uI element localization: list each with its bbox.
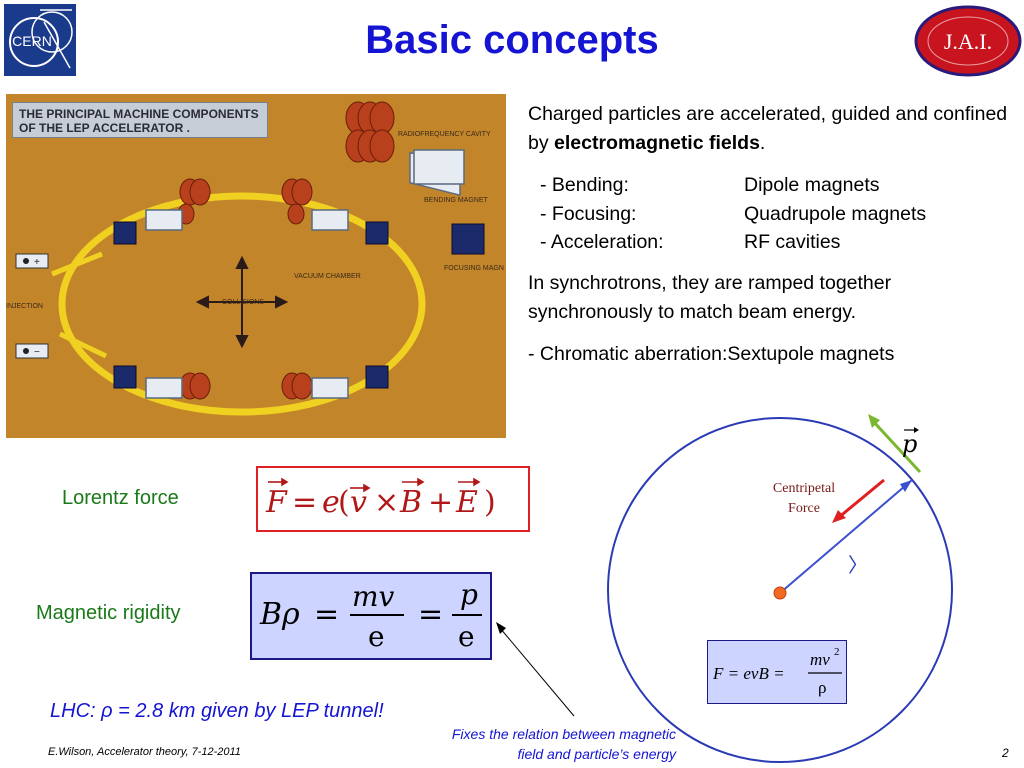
note-pointer-arrowhead — [496, 622, 506, 634]
svg-text:×: × — [374, 485, 399, 520]
force-formula-box: F = evB = mv 2 ρ — [707, 640, 847, 704]
force-formula-exponent: 2 — [834, 646, 840, 658]
sync-line2: synchronously to match beam energy. — [528, 301, 857, 323]
lorentz-force-label: Lorentz force — [62, 487, 179, 509]
lhc-note: LHC: ρ = 2.8 km given by LEP tunnel! — [50, 700, 384, 722]
label-rf-cavity: RADIOFREQUENCY CAVITY — [398, 131, 491, 138]
lep-accelerator-photo: + − RADIOFREQUENCY CAVITY BENDING MAGNET… — [6, 94, 506, 438]
orbit-circle — [607, 417, 953, 763]
row-acceleration-label: - Acceleration: — [540, 231, 664, 253]
photo-caption-line2: OF THE LEP ACCELERATOR . — [19, 121, 190, 135]
fixes-note-line2: field and particle’s energy — [517, 746, 676, 762]
photo-caption-line1: THE PRINCIPAL MACHINE COMPONENTS — [19, 107, 259, 121]
svg-text:=: = — [292, 485, 317, 520]
row-focusing-value: Quadrupole magnets — [744, 203, 927, 225]
svg-text:v: v — [350, 485, 367, 520]
label-vacuum-chamber: VACUUM CHAMBER — [294, 273, 361, 280]
magnetic-rigidity-label: Magnetic rigidity — [36, 602, 181, 624]
photo-caption: THE PRINCIPAL MACHINE COMPONENTS OF THE … — [12, 102, 268, 138]
svg-text:=: = — [418, 597, 443, 632]
svg-text:e: e — [368, 620, 385, 653]
force-formula-lhs: F = evB = — [712, 664, 785, 683]
intro-text-bold: electromagnetic fields — [554, 132, 760, 154]
row-bending-value: Dipole magnets — [744, 174, 880, 196]
row-bending-label: - Bending: — [540, 174, 629, 196]
svg-text:e: e — [322, 485, 340, 520]
slide-title: Basic concepts — [365, 18, 659, 62]
cern-logo-text: CERN — [12, 33, 52, 49]
chromatic-line: - Chromatic aberration:Sextupole magnets — [528, 343, 895, 365]
svg-text:=: = — [314, 597, 339, 632]
intro-text-post: . — [759, 132, 766, 154]
svg-text:B: B — [399, 485, 422, 520]
svg-text:E: E — [455, 485, 478, 520]
svg-text:mv: mv — [352, 580, 395, 613]
svg-text:+: + — [428, 485, 453, 520]
force-formula-numerator: mv — [810, 650, 830, 669]
svg-text:p: p — [460, 578, 478, 611]
lorentz-force-equation: F = e ( v × B + E ) — [256, 466, 530, 532]
jai-logo: J.A.I. — [912, 4, 1024, 83]
centripetal-arrowhead — [832, 510, 846, 523]
svg-text:e: e — [458, 620, 475, 653]
radius-line — [779, 479, 913, 594]
footer-author: E.Wilson, Accelerator theory, 7-12-2011 — [48, 746, 241, 758]
center-dot — [773, 586, 787, 600]
svg-text:−: − — [34, 347, 40, 358]
svg-text:+: + — [34, 257, 40, 268]
centripetal-label-line1: Centripetal — [773, 481, 835, 496]
intro-text-pre: Charged particles are accelerated, guide… — [528, 103, 1008, 154]
intro-paragraph: Charged particles are accelerated, guide… — [528, 100, 1024, 158]
cern-logo: CERN — [4, 4, 76, 76]
svg-text:): ) — [484, 485, 496, 520]
angle-symbol: 〉 — [848, 553, 868, 577]
svg-text:F: F — [265, 485, 288, 520]
sync-line1: In synchrotrons, they are ramped togethe… — [528, 272, 892, 294]
magnetic-rigidity-equation: Bρ = mv e = p e — [250, 572, 492, 660]
momentum-arrowhead — [868, 414, 880, 428]
label-collisions: COLLISIONS — [222, 299, 264, 306]
label-focusing-magnet: FOCUSING MAGN — [444, 265, 504, 272]
momentum-symbol: p — [902, 430, 917, 458]
svg-text:Bρ: Bρ — [259, 597, 300, 632]
label-injection: INJECTION — [6, 303, 43, 310]
force-formula-denominator: ρ — [818, 678, 826, 697]
centripetal-arrow — [837, 478, 885, 520]
note-pointer-line — [499, 627, 575, 717]
fixes-note: Fixes the relation between magnetic fiel… — [378, 724, 676, 764]
row-acceleration-value: RF cavities — [744, 231, 841, 253]
centripetal-label-line2: Force — [788, 501, 820, 516]
svg-text:(: ( — [338, 485, 350, 520]
momentum-arrow — [870, 418, 922, 474]
label-bending-magnet: BENDING MAGNET — [424, 197, 489, 204]
row-focusing-label: - Focusing: — [540, 203, 637, 225]
page-number: 2 — [1002, 746, 1009, 760]
fixes-note-line1: Fixes the relation between magnetic — [451, 726, 676, 742]
cern-logo-graphic: CERN — [4, 4, 76, 76]
radius-arrowhead — [900, 480, 912, 492]
jai-logo-text: J.A.I. — [944, 29, 992, 54]
